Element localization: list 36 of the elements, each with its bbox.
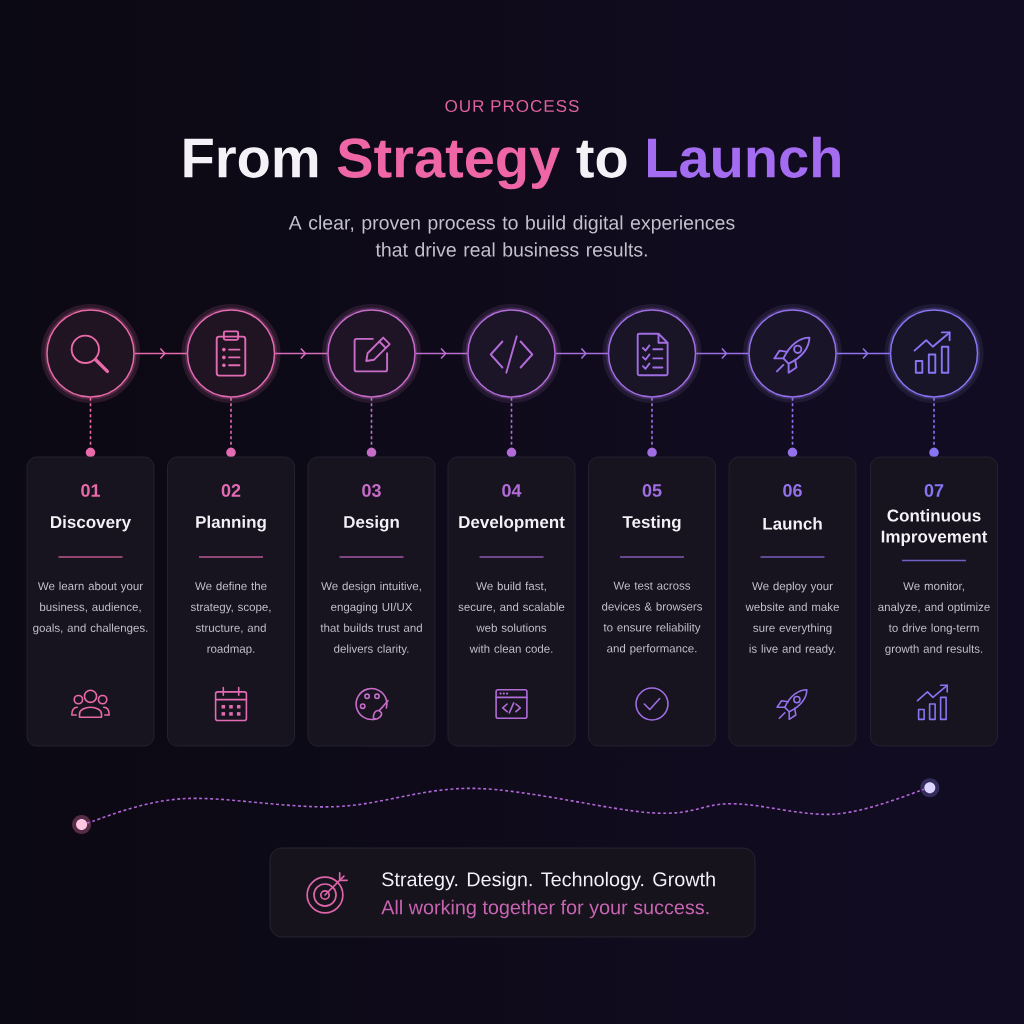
- glow-dot: [920, 778, 940, 798]
- step-description: We build fast, secure, and scalable web solutions with clean code.: [458, 581, 565, 653]
- step-title: Testing: [622, 515, 681, 532]
- step-description: We deploy your website and make sure everything is live and ready.: [745, 581, 839, 656]
- step-title: Planning: [196, 515, 266, 532]
- dashed-connector: [86, 787, 926, 824]
- dashed-connector: [791, 396, 794, 449]
- step-title: Launch: [763, 517, 822, 530]
- tagline-subtext: All working together for your success.: [381, 899, 709, 919]
- dashed-connector: [510, 396, 513, 449]
- step-description: We test across devices & browsers to ensure reliability and performance.: [602, 581, 703, 655]
- glow-dot: [72, 815, 92, 834]
- step-number: 07: [924, 484, 944, 497]
- step-title: Discovery: [51, 515, 132, 532]
- step-description: We design intuitive, engaging UI/UX that builds trust and delivers clarity.: [320, 581, 422, 656]
- step-title: Development: [459, 515, 565, 532]
- kicker-text: OUR PROCESS: [445, 100, 579, 112]
- step-number: 04: [502, 484, 522, 497]
- step-number: 02: [221, 484, 241, 497]
- title: From Strategy to Launch: [184, 136, 840, 190]
- dashed-connector: [370, 396, 373, 449]
- step-number: 06: [783, 484, 802, 497]
- step-number: 05: [642, 484, 662, 497]
- step-number: 01: [81, 484, 100, 497]
- dashed-connector: [651, 396, 653, 449]
- step-description: We monitor, analyze, and optimize to drive long-term growth and results.: [878, 581, 990, 656]
- step-number: 03: [362, 484, 381, 497]
- dashed-connector: [230, 396, 232, 449]
- step-title: Design: [344, 515, 399, 532]
- dashed-connector: [933, 396, 935, 449]
- step-description: We learn about your business, audience, goals, and challenges.: [33, 581, 148, 635]
- subtitle: A clear, proven process to build digital experiences that drive real business results.: [288, 215, 735, 257]
- dashed-connector: [89, 396, 92, 449]
- step-description: We define the strategy, scope, structure, and roadmap.: [190, 581, 271, 656]
- step-title: Continuous Improvement: [881, 509, 988, 546]
- tagline: Strategy. Design. Technology. Growth: [382, 871, 715, 891]
